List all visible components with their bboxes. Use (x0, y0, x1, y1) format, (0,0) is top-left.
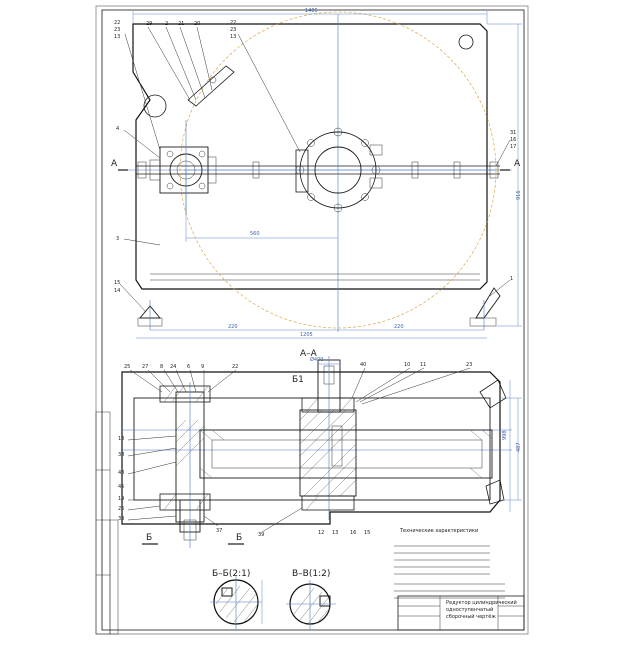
callout: 26 (118, 506, 124, 512)
callout: 20 (194, 21, 200, 27)
callout-sub: 23 (114, 27, 120, 33)
section-inner-wall (133, 397, 491, 501)
callout: 38 (118, 452, 124, 458)
callout-sub: 23 (230, 27, 236, 33)
callout: 10 (404, 362, 410, 368)
callout: 4 (116, 126, 119, 132)
dim-bottom-left-label: 220 (228, 324, 238, 330)
dim-section-big-label: 998 (502, 430, 508, 440)
dim-height-right-label: 916 (516, 190, 522, 200)
dim-bottom-right-label: 220 (394, 324, 404, 330)
drawing-border (101, 9, 525, 631)
callout: 15 (364, 530, 370, 536)
callout: 40 (360, 362, 366, 368)
callout: 9 (201, 364, 204, 370)
front-callouts: 22 23 13 29 2 21 20 22 23 13 4 3 31 16 1… (114, 20, 516, 294)
section-marker-right: A (514, 159, 521, 169)
detail-v-v: В–В(1:2) (286, 569, 336, 630)
bearing-bottom-left (159, 493, 211, 511)
bearing-bottom-right (301, 495, 355, 511)
callout: 8 (160, 364, 163, 370)
section-marker-b1: Б1 (292, 375, 304, 385)
callout: 6 (187, 364, 190, 370)
title-name-line3: сборочный чертёж (446, 613, 496, 620)
split-bolt (252, 161, 260, 179)
foot-right (475, 287, 501, 319)
callout: 2 (165, 21, 168, 27)
split-bolt (489, 161, 499, 179)
callout: 23 (466, 362, 472, 368)
callout: 25 (124, 364, 130, 370)
callout-sub: 13 (230, 34, 236, 40)
gear-hub (299, 409, 357, 497)
gear-boss-flange (295, 149, 309, 193)
callout: 45 (118, 484, 124, 490)
detail-title: Б–Б(2:1) (212, 569, 250, 579)
callout: 22 (232, 364, 238, 370)
sheet-frame (95, 5, 529, 635)
section-housing (121, 371, 501, 525)
lifting-eye (458, 34, 474, 50)
callout: 33 (118, 516, 124, 522)
callout: 18 (118, 436, 124, 442)
section-marker-b: Б (146, 533, 152, 543)
housing-outline (132, 23, 488, 290)
section-title: A–A (300, 349, 318, 359)
dim-overall-width-label: 1405 (305, 8, 318, 14)
callout: 11 (420, 362, 426, 368)
title-name-line1: Редуктор цилиндрический (446, 599, 517, 606)
side-stamp (95, 411, 119, 635)
split-bolt (411, 161, 419, 179)
callout-sub: 16 (510, 137, 516, 143)
callout-sub: 17 (510, 144, 516, 150)
title-block: Редуктор цилиндрический одноступенчатый … (397, 595, 525, 631)
bearing-top-right (301, 397, 355, 413)
section-marker-b-right: Б (236, 533, 242, 543)
inspection-cover (187, 65, 235, 107)
callout: 16 (350, 530, 356, 536)
section-lug-right (479, 379, 507, 409)
detail-b-b: Б–Б(2:1) (210, 569, 263, 630)
callout: 43 (118, 470, 124, 476)
dim-section-right-label: 487 (516, 442, 522, 452)
callout-sub: 14 (114, 288, 120, 294)
section-callouts: 25 27 8 24 6 9 22 40 10 11 23 18 38 43 4… (118, 362, 472, 538)
callout-sub: 13 (114, 34, 120, 40)
callout: 24 (170, 364, 176, 370)
callout: 27 (142, 364, 148, 370)
section-view: 487 998 Ø400 (121, 356, 522, 548)
dim-axis-distance-label: 560 (250, 231, 260, 237)
section-marker-left: A (111, 159, 118, 169)
callout: 19 (118, 496, 124, 502)
callout: 3 (116, 236, 119, 242)
callout: 37 (216, 528, 222, 534)
dim-section-top-label: Ø400 (310, 356, 323, 363)
bearing-top-left (159, 385, 211, 403)
tech-heading: Технические характеристики (399, 528, 478, 534)
callout: 22 (114, 20, 120, 26)
callout: 13 (332, 530, 338, 536)
callout: 22 (230, 20, 236, 26)
callout: 39 (258, 532, 264, 538)
callout: 29 (146, 21, 152, 27)
gear-bearing-cap (299, 131, 377, 209)
callout: 21 (178, 21, 184, 27)
callout: 15 (114, 280, 120, 286)
callout: 12 (318, 530, 324, 536)
technical-requirements: Технические характеристики (394, 528, 505, 599)
lifting-lug (143, 94, 167, 118)
dim-bottom-total-label: 1205 (300, 332, 313, 338)
title-name-line2: одноступенчатый (446, 606, 493, 613)
split-bolt (453, 161, 461, 179)
front-view: 1405 916 560 220 220 1205 A A (111, 8, 522, 339)
section-leaders (127, 367, 471, 533)
callout: 1 (510, 276, 513, 282)
front-leaders (119, 26, 511, 313)
callout: 31 (510, 130, 516, 136)
detail-title: В–В(1:2) (292, 569, 330, 579)
